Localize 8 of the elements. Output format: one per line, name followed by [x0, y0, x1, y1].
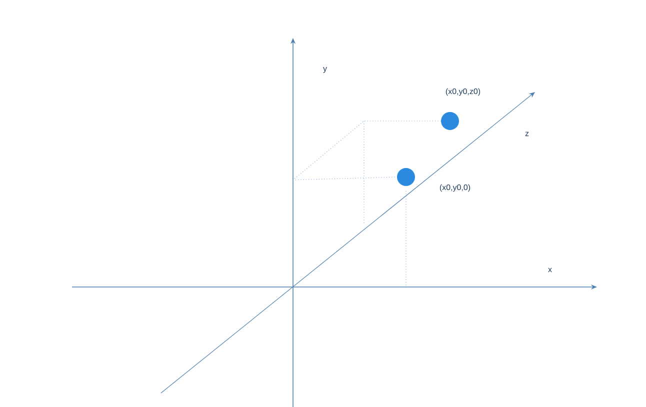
- axis-label: x: [548, 268, 552, 272]
- point-marker: [441, 112, 459, 130]
- point-label: (x0,y0,0): [440, 184, 470, 192]
- point-marker: [397, 168, 415, 186]
- axis-label: y: [323, 67, 327, 73]
- axis-label: z: [525, 132, 529, 136]
- point-label: (x0,y0,z0): [446, 88, 480, 96]
- projection-line: [292, 120, 442, 180]
